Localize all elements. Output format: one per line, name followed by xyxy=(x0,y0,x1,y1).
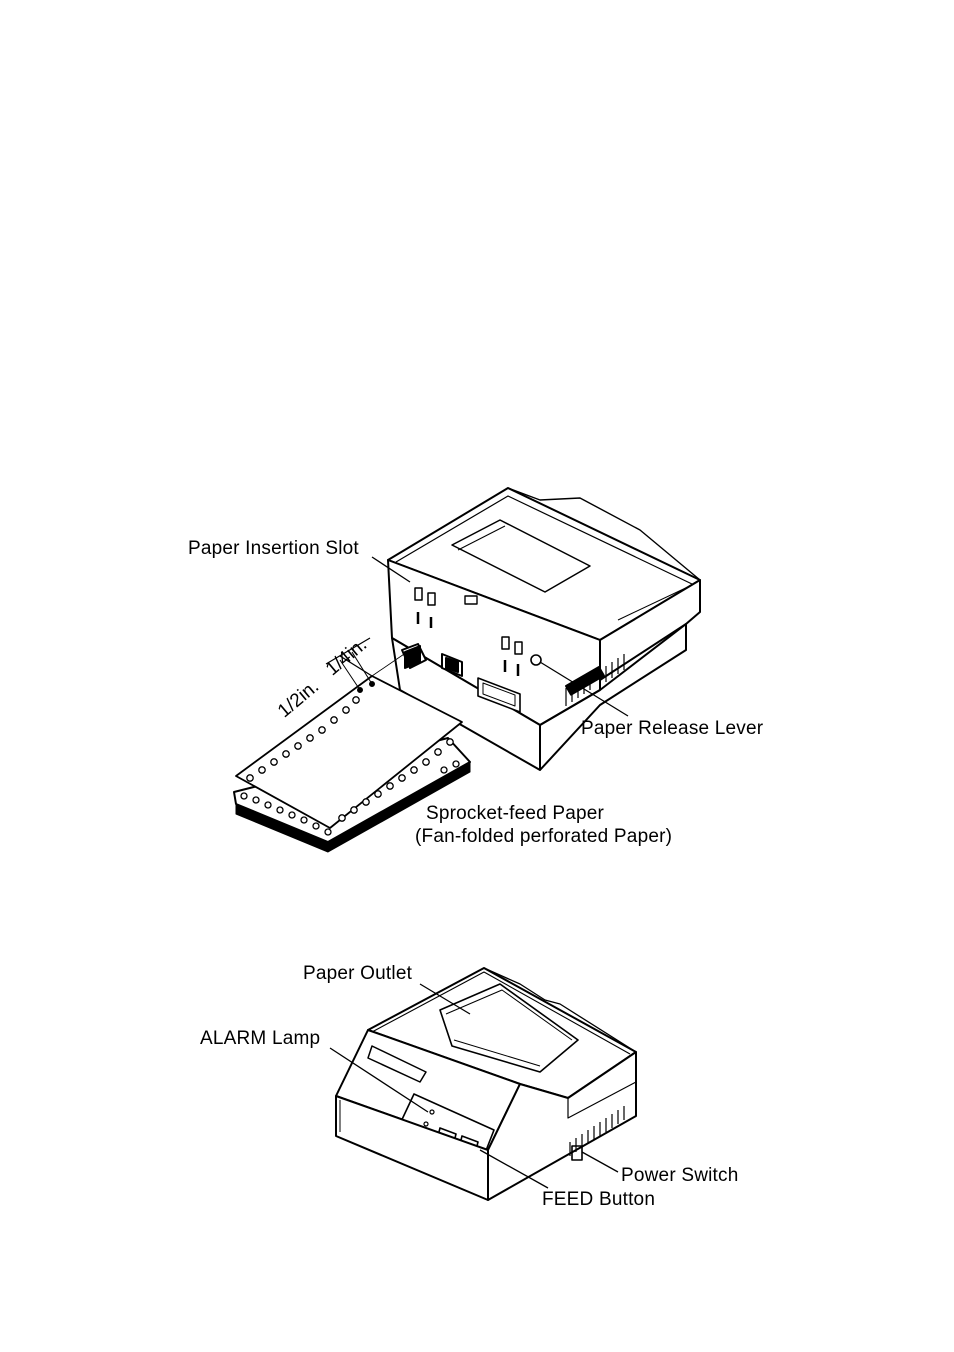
label-sprocket-feed-paper: Sprocket-feed Paper xyxy=(426,803,605,824)
sprocket-holes xyxy=(240,696,460,836)
label-paper-outlet: Paper Outlet xyxy=(303,963,413,984)
label-paper-release-lever: Paper Release Lever xyxy=(581,718,764,739)
label-feed-button: FEED Button xyxy=(542,1189,656,1210)
label-fan-folded-paper: (Fan-folded perforated Paper) xyxy=(415,826,673,847)
label-power-switch: Power Switch xyxy=(621,1165,739,1186)
paper-sheet xyxy=(235,675,463,829)
label-paper-insertion-slot: Paper Insertion Slot xyxy=(188,538,359,559)
label-alarm-lamp: ALARM Lamp xyxy=(200,1028,321,1049)
